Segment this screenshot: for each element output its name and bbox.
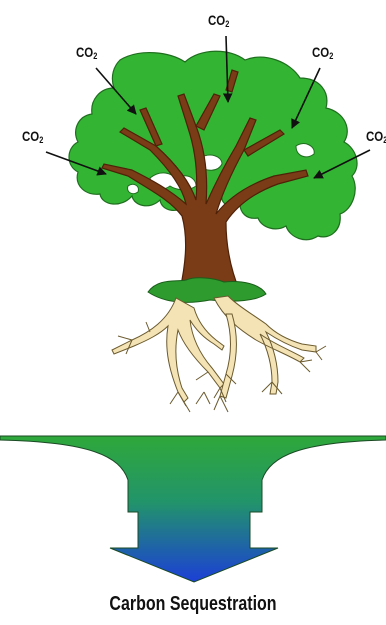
co2-label-right: CO2 bbox=[366, 128, 386, 148]
co2-label-upper-right: CO2 bbox=[312, 44, 333, 64]
sequestration-arrow bbox=[0, 436, 386, 582]
diagram-caption: Carbon Sequestration bbox=[39, 592, 348, 616]
grass-base bbox=[148, 278, 266, 303]
co2-label-upper-left: CO2 bbox=[76, 44, 97, 64]
tree-roots bbox=[112, 296, 316, 402]
co2-label-top: CO2 bbox=[208, 12, 229, 32]
co2-label-left: CO2 bbox=[22, 128, 43, 148]
